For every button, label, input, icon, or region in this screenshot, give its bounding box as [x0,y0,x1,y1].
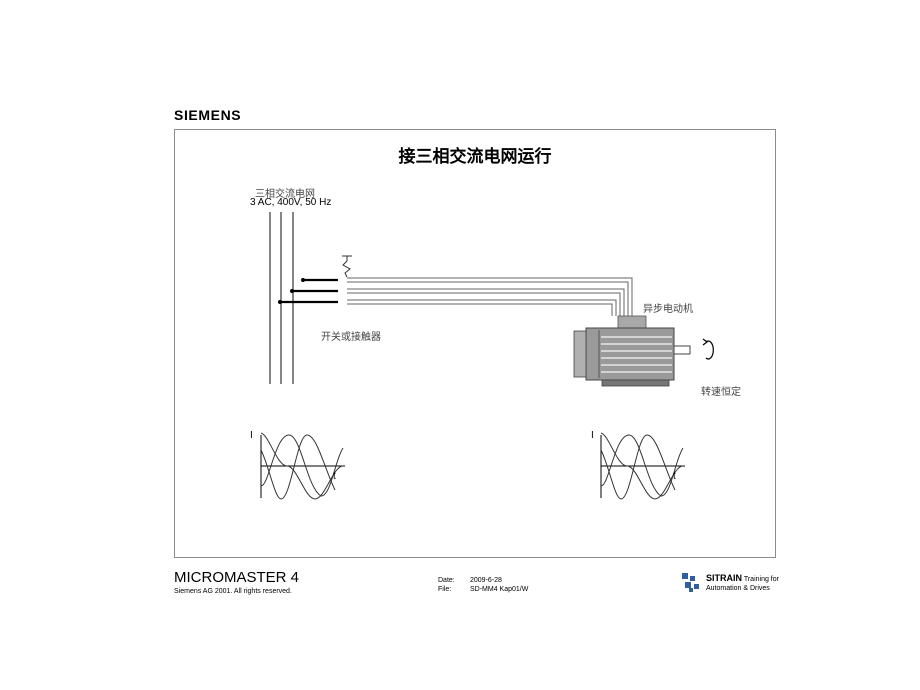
slide-frame: 接三相交流电网运行 三相交流电网 3 AC, 400V, 50 Hz 开关或接触… [174,129,776,558]
left-current-plot [260,432,345,500]
date-value: 2009-6-28 [470,577,502,584]
switch-label: 开关或接触器 [321,332,381,343]
switch-actuator [342,255,352,278]
grid-label: 三相交流电网 [255,189,315,200]
siemens-logo: SIEMENS [174,107,242,123]
right-plot-x-label: t [673,471,676,482]
right-plot-y-label: I [591,430,594,441]
motor-wires [347,277,633,316]
switch-contacts [280,278,338,304]
slide-title: 接三相交流电网运行 [398,147,552,166]
rotation-arrow-icon [702,338,714,360]
motor-label: 异步电动机 [643,304,693,315]
date-label: Date: [438,577,455,584]
motor-icon [573,315,691,387]
speed-label: 转速恒定 [701,387,741,398]
footer-product: MICROMASTER 4 [174,569,300,586]
file-value: SD-MM4 Kap01/W [470,586,529,593]
circuit-diagram [260,212,714,500]
left-plot-y-label: I [250,430,253,441]
sitrain-logo-icon [682,573,699,592]
sitrain-tagline-2: Automation & Drives [706,585,770,592]
left-plot-x-label: t [333,471,336,482]
right-current-plot [600,432,685,500]
tap-dots [278,278,305,304]
footer-copyright: Siemens AG 2001. All rights reserved. [174,588,292,595]
file-label: File: [438,586,452,593]
bus-lines [269,212,294,384]
sitrain-block: SITRAIN Training for Automation & Drives [706,574,779,593]
sitrain-tagline-1: Training for [743,576,779,583]
sitrain-brand: SITRAIN [706,573,742,583]
grid-spec: 3 AC, 400V, 50 Hz [250,197,332,208]
